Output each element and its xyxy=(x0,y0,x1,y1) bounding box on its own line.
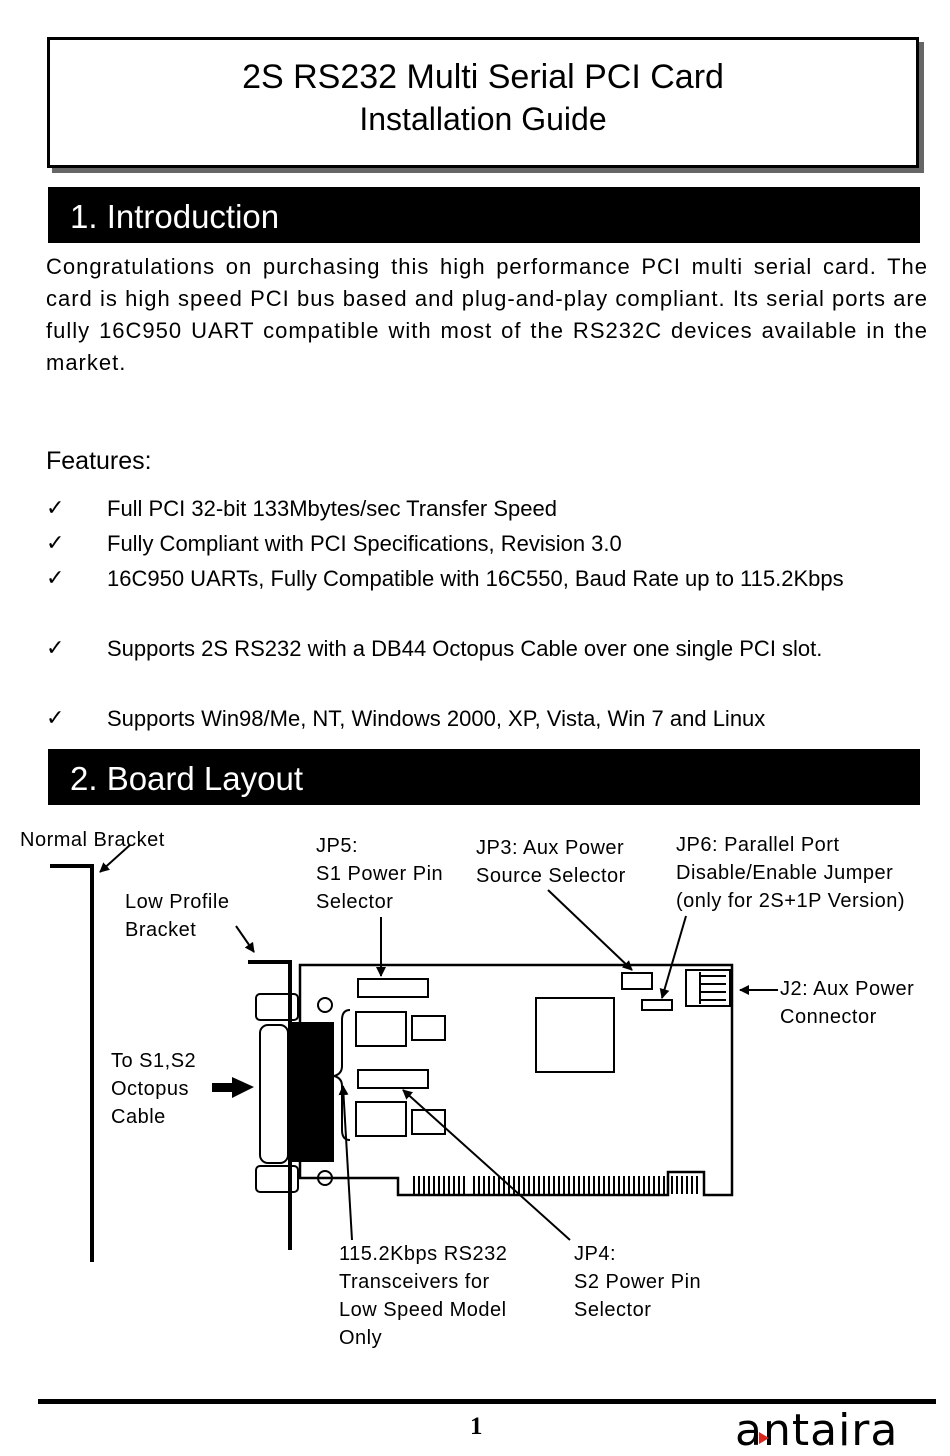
uart-chip xyxy=(535,997,615,1073)
feature-item: ✓ Supports 2S RS232 with a DB44 Octopus … xyxy=(46,631,928,666)
pcb-outline xyxy=(298,963,734,1197)
j2-connector xyxy=(685,969,731,1007)
checkmark-icon: ✓ xyxy=(46,706,65,731)
label-normal-bracket: Normal Bracket xyxy=(20,829,165,851)
feature-item: ✓ Supports Win98/Me, NT, Windows 2000, X… xyxy=(46,701,928,736)
checkmark-icon: ✓ xyxy=(46,566,65,591)
feature-item: ✓ Full PCI 32-bit 133Mbytes/sec Transfer… xyxy=(46,491,928,526)
board-layout-diagram xyxy=(50,844,778,1262)
feature-item: ✓ 16C950 UARTs, Fully Compatible with 16… xyxy=(46,561,928,596)
db44-connector xyxy=(290,1022,334,1162)
intro-paragraph: Congratulations on purchasing this high … xyxy=(46,254,928,375)
features-heading: Features: xyxy=(46,447,152,475)
title-box: 2S RS232 Multi Serial PCI Card Installat… xyxy=(47,37,919,168)
mount-hole-bottom xyxy=(317,1170,333,1186)
feature-text: Fully Compliant with PCI Specifications,… xyxy=(107,531,622,556)
footer-rule xyxy=(38,1399,936,1404)
checkmark-icon: ✓ xyxy=(46,531,65,556)
transceiver-chip-2 xyxy=(355,1101,407,1137)
label-jp4: JP4: S2 Power Pin Selector xyxy=(574,1243,702,1321)
mount-hole-top xyxy=(317,997,333,1013)
connector-flange-top xyxy=(255,993,299,1021)
logo-text: antaira xyxy=(735,1405,899,1456)
feature-text: Full PCI 32-bit 133Mbytes/sec Transfer S… xyxy=(107,496,557,521)
label-transceivers: 115.2Kbps RS232 Transceivers for Low Spe… xyxy=(339,1243,508,1349)
transceiver-chip-2b xyxy=(411,1109,446,1135)
label-jp3: JP3: Aux Power Source Selector xyxy=(476,837,626,887)
connector-flange-bottom xyxy=(255,1165,299,1193)
transceiver-chip-1b xyxy=(411,1015,446,1041)
checkmark-icon: ✓ xyxy=(46,496,65,521)
jp6-jumper xyxy=(641,999,673,1011)
play-triangle-icon xyxy=(759,1432,769,1444)
octopus-arrow-head xyxy=(232,1077,254,1098)
db-connector-shell xyxy=(259,1024,289,1164)
low-profile-bracket xyxy=(248,960,292,1250)
checkmark-icon: ✓ xyxy=(46,636,65,661)
transceiver-brace xyxy=(333,1009,351,1141)
document-title: 2S RS232 Multi Serial PCI Card xyxy=(242,58,724,96)
label-octopus-cable: To S1,S2 Octopus Cable xyxy=(111,1050,197,1128)
octopus-arrow-shaft xyxy=(212,1083,234,1092)
pci-gold-fingers xyxy=(413,1176,698,1194)
section-heading-board-layout: 2. Board Layout xyxy=(48,749,920,805)
jp4-jumper xyxy=(357,1069,429,1089)
transceiver-chip-1 xyxy=(355,1011,407,1047)
feature-item: ✓ Fully Compliant with PCI Specification… xyxy=(46,526,928,561)
jp5-jumper xyxy=(357,978,429,998)
feature-text: 16C950 UARTs, Fully Compatible with 16C5… xyxy=(107,566,844,591)
label-jp6: JP6: Parallel Port Disable/Enable Jumper… xyxy=(676,834,905,912)
antaira-logo: antaira xyxy=(735,1405,898,1456)
label-j2: J2: Aux Power Connector xyxy=(780,978,915,1028)
section-heading-introduction: 1. Introduction xyxy=(48,187,920,243)
document-subtitle: Installation Guide xyxy=(359,101,607,137)
feature-text: Supports Win98/Me, NT, Windows 2000, XP,… xyxy=(107,706,766,731)
page-number: 1 xyxy=(470,1413,483,1440)
label-low-profile-bracket: Low Profile Bracket xyxy=(125,891,230,941)
jp3-jumper xyxy=(621,972,653,990)
feature-text: Supports 2S RS232 with a DB44 Octopus Ca… xyxy=(107,636,823,661)
label-jp5: JP5: S1 Power Pin Selector xyxy=(316,835,444,913)
normal-bracket xyxy=(50,864,94,1262)
